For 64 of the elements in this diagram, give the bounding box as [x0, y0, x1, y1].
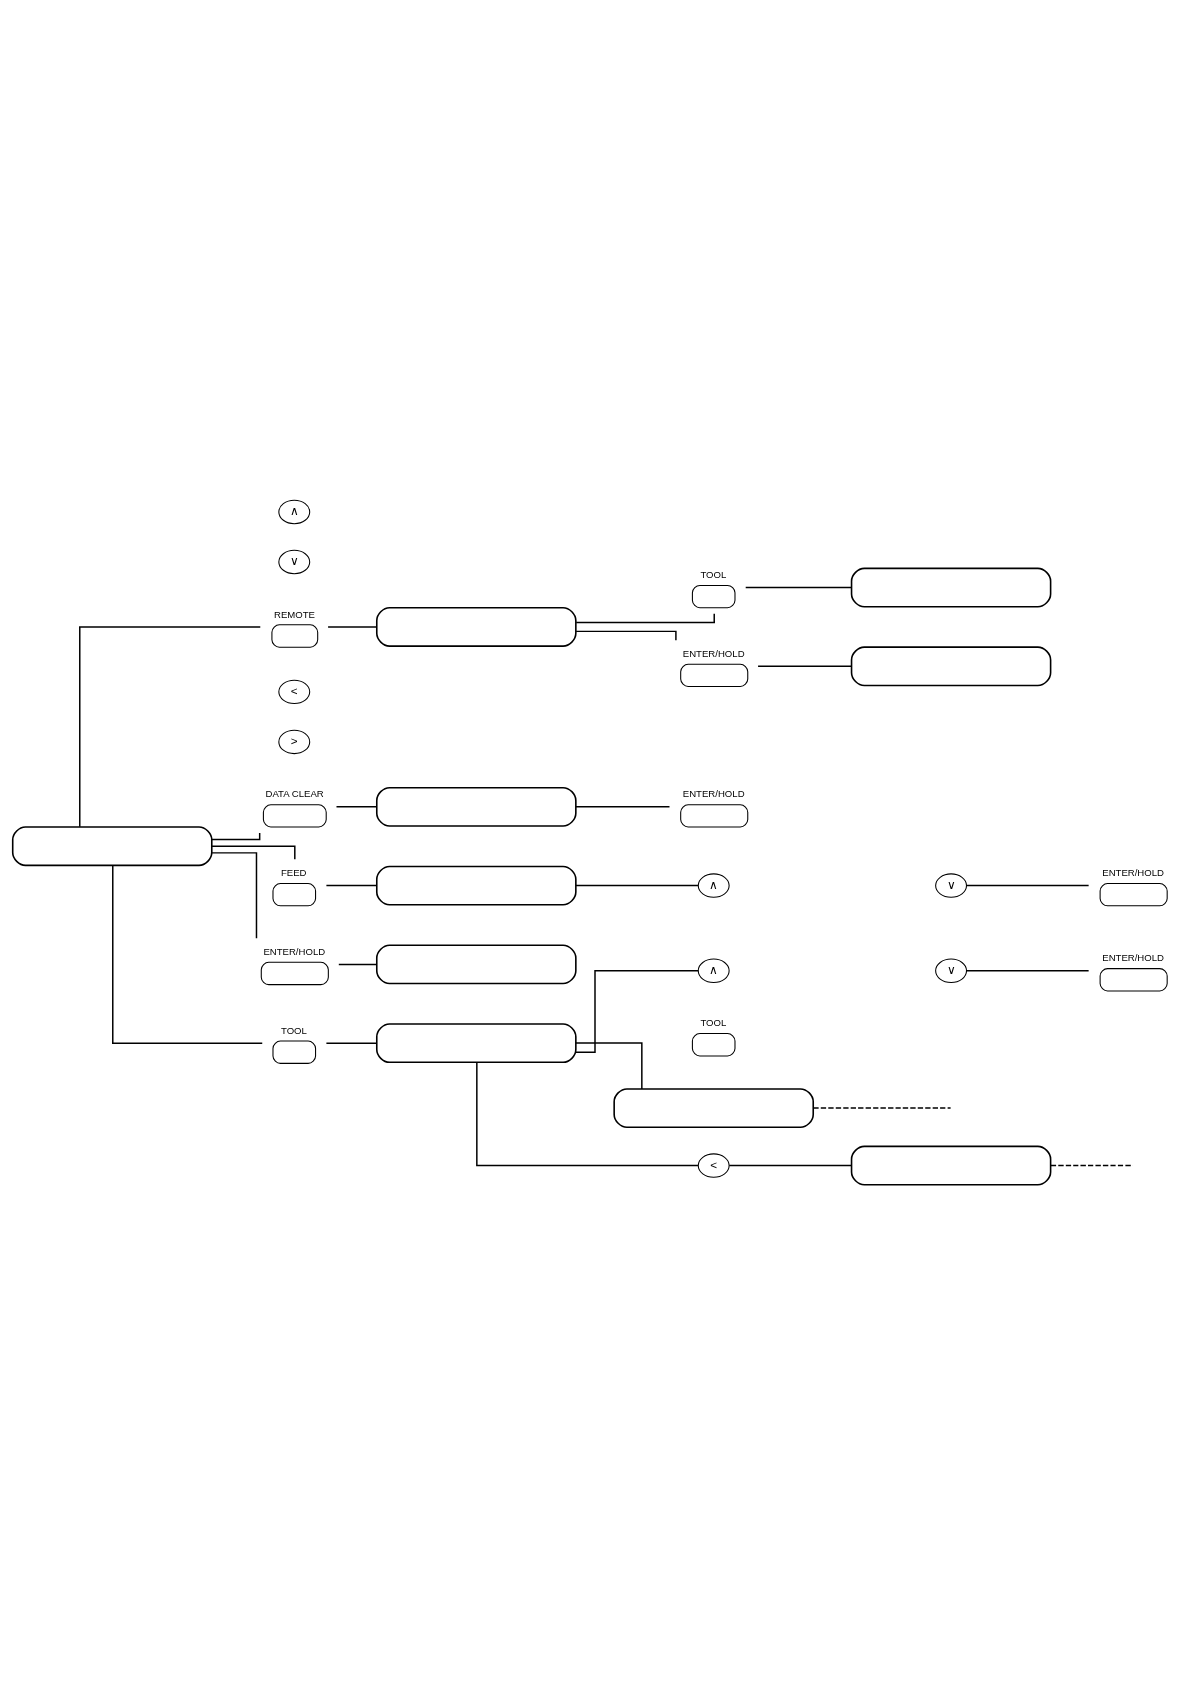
connector	[812, 1106, 952, 1109]
connector	[757, 665, 853, 667]
node-label: TOOL	[700, 568, 727, 580]
node-box	[271, 623, 319, 648]
connector	[79, 625, 262, 827]
node-label: FEED	[280, 866, 307, 878]
node-box	[375, 865, 577, 906]
connector	[575, 969, 699, 1053]
node-box	[272, 882, 317, 906]
node-box	[375, 1022, 577, 1063]
node-ellipse: ∧	[278, 499, 311, 524]
connector	[1049, 1164, 1134, 1166]
node-box	[613, 1087, 815, 1128]
node-label: ENTER/HOLD	[682, 647, 745, 659]
node-box	[375, 786, 577, 827]
node-label: ENTER/HOLD	[1102, 951, 1164, 963]
connector	[325, 1041, 378, 1044]
connector	[211, 851, 258, 939]
node-label: ENTER/HOLD	[1102, 866, 1164, 878]
connector	[575, 805, 671, 808]
node-label: REMOTE	[274, 608, 316, 620]
node-ellipse: ∧	[697, 872, 730, 898]
node-box	[375, 606, 577, 647]
node-label: DATA CLEAR	[265, 787, 324, 799]
node-ellipse: >	[278, 729, 311, 754]
connector	[744, 586, 853, 588]
node-ellipse: <	[278, 679, 311, 704]
connector	[335, 805, 378, 808]
node-box	[262, 803, 327, 828]
connector	[327, 625, 378, 628]
connector	[112, 864, 263, 1044]
node-label: ENTER/HOLD	[682, 787, 745, 799]
node-box	[11, 825, 213, 866]
connector	[575, 884, 699, 886]
connector	[325, 884, 378, 886]
connector	[728, 1164, 853, 1166]
node-box	[1099, 967, 1168, 992]
node-box	[850, 645, 1052, 686]
node-box	[850, 567, 1052, 607]
connector	[965, 884, 1090, 886]
node-ellipse: ∨	[935, 872, 968, 898]
node-ellipse: ∨	[935, 958, 968, 983]
connector	[575, 1041, 643, 1090]
node-ellipse: ∨	[278, 549, 311, 574]
node-box	[1099, 882, 1168, 906]
node-box	[850, 1145, 1052, 1186]
node-box	[260, 961, 329, 985]
node-box	[691, 584, 736, 608]
connector	[476, 1061, 699, 1166]
node-label: TOOL	[280, 1024, 307, 1036]
node-label: TOOL	[700, 1016, 727, 1028]
connector	[338, 963, 378, 965]
connector	[211, 831, 261, 840]
connector	[575, 612, 715, 623]
node-ellipse: <	[697, 1152, 730, 1178]
connector	[575, 630, 677, 641]
node-label: ENTER/HOLD	[263, 945, 326, 957]
node-box	[680, 803, 749, 828]
node-box	[272, 1040, 317, 1064]
connector	[965, 969, 1090, 971]
node-box	[375, 943, 577, 984]
node-ellipse: ∧	[697, 958, 730, 983]
node-box	[680, 663, 749, 687]
node-box	[691, 1032, 736, 1056]
